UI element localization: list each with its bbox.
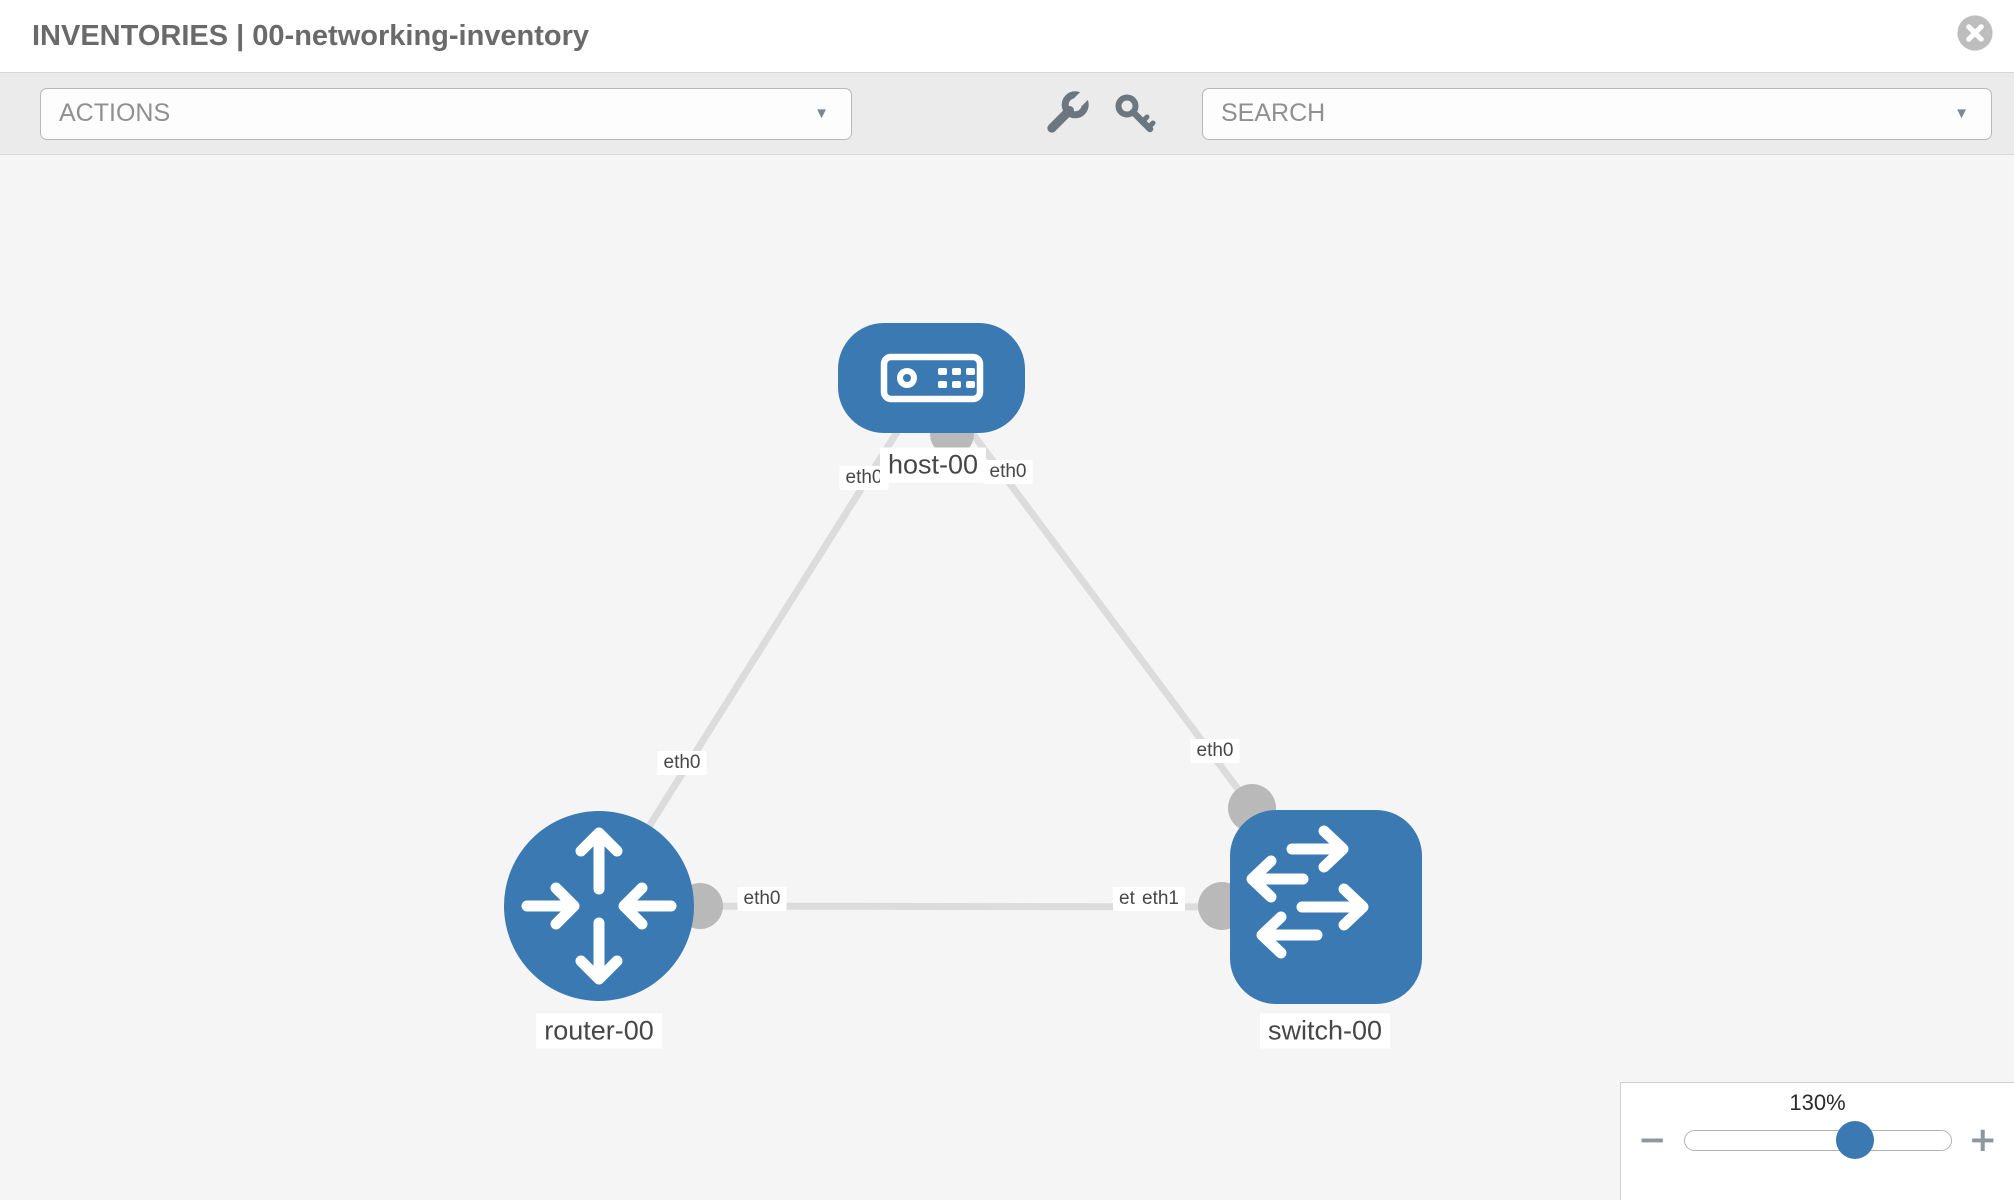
chevron-down-icon: ▼	[1954, 105, 1969, 122]
zoom-out-button[interactable]: −	[1638, 1120, 1667, 1160]
search-dropdown[interactable]: SEARCH ▼	[1202, 88, 1992, 140]
actions-dropdown[interactable]: ACTIONS ▼	[40, 88, 852, 140]
node-host-00[interactable]	[838, 323, 1025, 433]
router-icon	[521, 827, 677, 985]
actions-dropdown-label: ACTIONS	[59, 99, 171, 127]
zoom-slider-thumb[interactable]	[1835, 1121, 1874, 1159]
key-icon	[1115, 94, 1156, 133]
header: INVENTORIES | 00-networking-inventory	[0, 0, 2014, 72]
node-switch-00[interactable]	[1230, 810, 1422, 1004]
zoom-slider-track[interactable]	[1683, 1121, 1952, 1159]
chevron-down-icon: ▼	[814, 105, 829, 122]
zoom-level-value: 130%	[1789, 1090, 1846, 1115]
tools-button[interactable]	[1040, 87, 1093, 140]
host-node-shape[interactable]	[838, 323, 1025, 433]
zoom-in-button[interactable]: +	[1968, 1120, 1998, 1160]
wrench-icon	[1047, 87, 1093, 133]
close-icon	[1957, 15, 1993, 51]
credentials-button[interactable]	[1109, 88, 1161, 140]
toolbar: ACTIONS ▼ SEARCH ▼	[0, 72, 2014, 155]
topology-canvas-background[interactable]	[0, 155, 2014, 1200]
host-icon	[880, 353, 984, 403]
close-button[interactable]	[1956, 14, 1994, 52]
page-title: INVENTORIES | 00-networking-inventory	[32, 20, 590, 52]
search-dropdown-label: SEARCH	[1221, 99, 1326, 127]
switch-icon	[1246, 825, 1369, 959]
zoom-control-panel: 130% − +	[1620, 1082, 2014, 1200]
node-router-00[interactable]	[504, 811, 694, 1001]
router-node-shape[interactable]	[504, 811, 694, 1001]
